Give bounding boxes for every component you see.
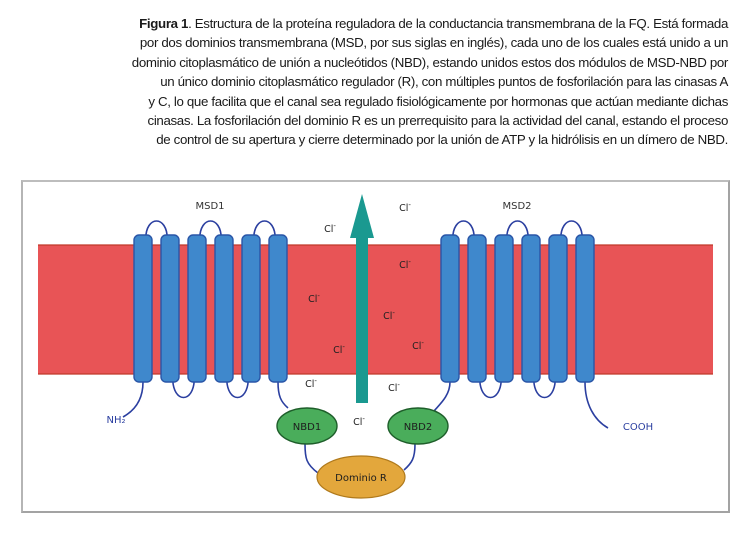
chloride-charge: - [392,309,395,317]
msd2-helix-4 [521,234,541,383]
msd1-helix-6 [268,234,288,383]
msd2-helix-6 [575,234,595,383]
chloride-charge: - [333,222,336,230]
chloride-ion-label: Cl- [399,201,411,214]
c-terminus-label: COOH [623,422,653,433]
figure-caption: Figura 1. Estructura de la proteína regu… [10,14,729,150]
caption-line-4: un único dominio citoplasmático regulado… [160,74,728,90]
chloride-ion-label: Cl- [333,343,345,356]
msd2-helix-5 [548,234,568,383]
msd1-extracellular-loop [144,220,169,240]
chloride-ion-label: Cl- [399,258,411,271]
nbd2-label: NBD2 [404,422,432,433]
msd1-helix-2 [160,234,180,383]
n-terminus-label: NH₂ [106,415,125,426]
msd2-extracellular-loop [505,220,530,240]
msd1-intracellular-loop [171,377,196,399]
figure-label: Figura 1 [139,16,189,31]
chloride-ion-label: Cl- [308,292,320,305]
msd1-helix-5 [241,234,261,383]
chloride-charge: - [421,339,424,347]
msd2-helix-1 [440,234,460,383]
nbd2-msd2-linker [433,381,451,412]
chloride-charge: - [342,343,345,351]
r-domain-label: Dominio R [335,473,387,484]
msd1-helix-1 [133,234,153,383]
msd1-nbd1-linker [277,381,289,409]
nbd1-label: NBD1 [293,422,321,433]
caption-line-5: y C, lo que facilita que el canal sea re… [148,93,728,109]
caption-line-6: cinasas. La fosforilación del dominio R … [147,113,729,129]
chloride-ion-label: Cl- [305,377,317,390]
chloride-ion-label: Cl- [324,222,336,235]
msd2-intracellular-loop [478,377,503,399]
caption-line-3: dominio citoplasmático de unión a nucleó… [131,54,729,70]
msd2-intracellular-loop [532,377,557,399]
msd1-extracellular-loop [252,220,277,240]
caption-line-7: de control de su apertura y cierre deter… [156,132,728,148]
msd1-helices [133,234,288,383]
caption-line-2: por dos dominios transmembrana (MSD, por… [139,35,728,51]
chloride-ion-label: Cl- [383,309,395,322]
msd2-helix-3 [494,234,514,383]
msd2-helices [440,234,595,383]
chloride-charge: - [408,258,411,266]
r-nbd2-linker [403,443,416,471]
c-terminal-tail [584,381,609,429]
nbd2-domain [387,407,449,445]
msd1-label: MSD1 [195,201,224,212]
chloride-charge: - [362,415,365,423]
msd1-helix-3 [187,234,207,383]
chloride-charge: - [314,377,317,385]
msd1-helix-4 [214,234,234,383]
chloride-charge: - [317,292,320,300]
chloride-charge: - [397,381,400,389]
msd2-extracellular-loop [451,220,476,240]
msd1-intracellular-loop [225,377,250,399]
n-terminal-tail [122,381,144,418]
nbd1-domain [276,407,338,445]
msd2-label: MSD2 [502,201,531,212]
r-domain [316,455,406,499]
msd1-extracellular-loop [198,220,223,240]
chloride-charge: - [408,201,411,209]
chloride-flow-arrow-icon [350,194,374,403]
chloride-ion-label: Cl- [388,381,400,394]
loops-group [122,220,609,474]
nbd1-r-linker [304,443,319,474]
chloride-ions: Cl- Cl- Cl- Cl- Cl- Cl- Cl- Cl- Cl- Cl- [305,201,424,428]
msd2-helix-2 [467,234,487,383]
msd2-extracellular-loop [559,220,584,240]
caption-line-1: Figura 1. Estructura de la proteína regu… [139,16,728,31]
chloride-ion-label: Cl- [412,339,424,352]
chloride-ion-label: Cl- [353,415,365,428]
